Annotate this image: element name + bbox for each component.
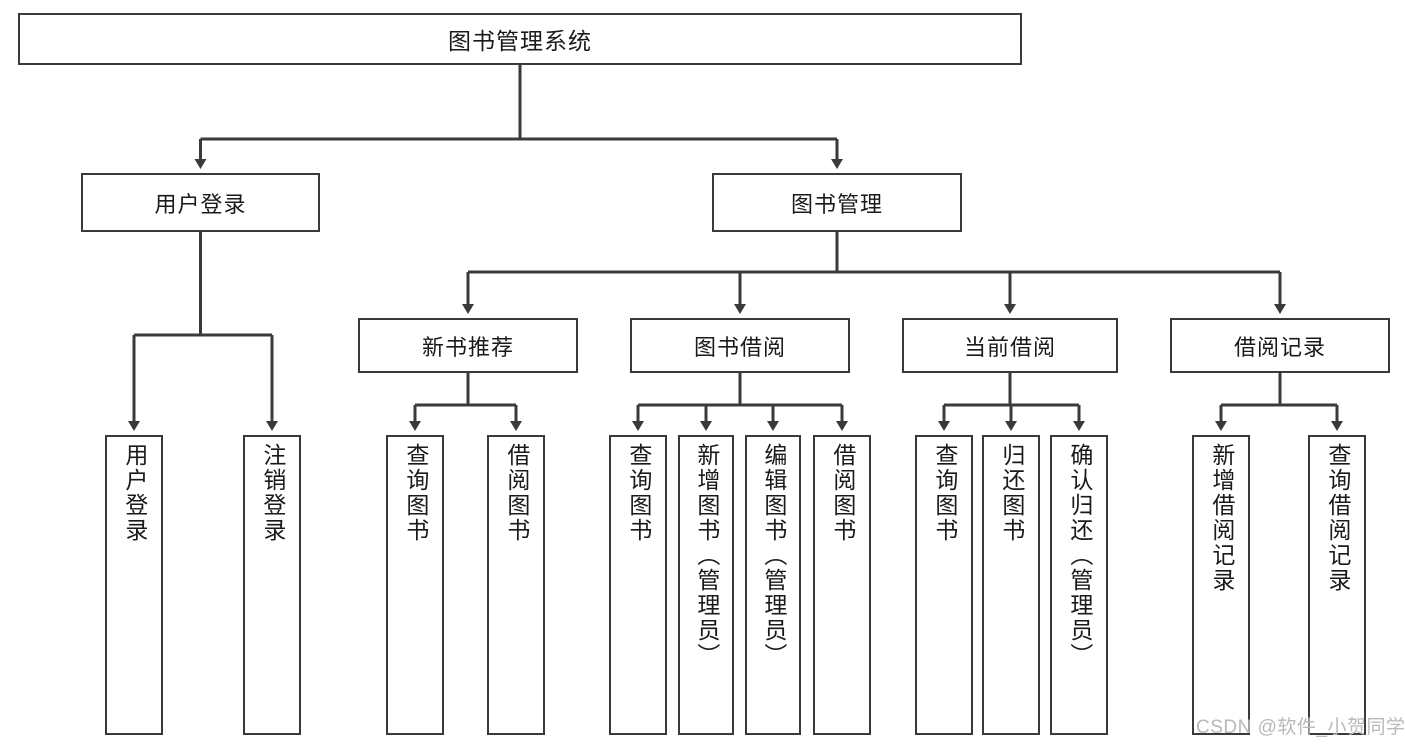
node-book-manage-label: 图书管理 bbox=[790, 191, 883, 217]
node-leaf-add-book-label: 新增图书（管理员） bbox=[693, 443, 720, 668]
node-leaf-query-book-1-label: 查询图书 bbox=[402, 443, 429, 543]
node-leaf-query-record-label: 查询借阅记录 bbox=[1324, 443, 1351, 593]
node-user-login-label: 用户登录 bbox=[154, 191, 247, 217]
node-leaf-edit-book-label: 编辑图书（管理员） bbox=[760, 443, 787, 668]
node-leaf-query-book-1[interactable]: 查询图书 bbox=[386, 435, 444, 735]
node-current-borrow-label: 当前借阅 bbox=[963, 334, 1056, 360]
node-leaf-borrow-book-2[interactable]: 借阅图书 bbox=[813, 435, 871, 735]
node-leaf-borrow-book-1-label: 借阅图书 bbox=[503, 443, 530, 543]
node-book-manage[interactable]: 图书管理 bbox=[712, 173, 962, 232]
node-new-book-recommend-label: 新书推荐 bbox=[421, 334, 514, 360]
node-book-borrow[interactable]: 图书借阅 bbox=[630, 318, 850, 373]
node-leaf-query-book-3[interactable]: 查询图书 bbox=[915, 435, 973, 735]
node-leaf-borrow-book-2-label: 借阅图书 bbox=[829, 443, 856, 543]
node-leaf-add-record-label: 新增借阅记录 bbox=[1208, 443, 1235, 593]
node-leaf-add-book[interactable]: 新增图书（管理员） bbox=[678, 435, 734, 735]
node-leaf-user-login-label: 用户登录 bbox=[121, 443, 148, 543]
node-root-图书管理系统-label: 图书管理系统 bbox=[448, 28, 592, 54]
node-leaf-return-book-label: 归还图书 bbox=[998, 443, 1025, 543]
node-leaf-confirm-return[interactable]: 确认归还（管理员） bbox=[1050, 435, 1108, 735]
node-leaf-confirm-return-label: 确认归还（管理员） bbox=[1066, 443, 1093, 668]
node-leaf-query-book-2[interactable]: 查询图书 bbox=[609, 435, 667, 735]
node-leaf-borrow-book-1[interactable]: 借阅图书 bbox=[487, 435, 545, 735]
node-root-图书管理系统[interactable]: 图书管理系统 bbox=[18, 13, 1022, 65]
node-leaf-query-book-2-label: 查询图书 bbox=[625, 443, 652, 543]
node-leaf-edit-book[interactable]: 编辑图书（管理员） bbox=[745, 435, 801, 735]
node-current-borrow[interactable]: 当前借阅 bbox=[902, 318, 1118, 373]
node-leaf-user-logout-label: 注销登录 bbox=[259, 443, 286, 543]
node-leaf-query-book-3-label: 查询图书 bbox=[931, 443, 958, 543]
node-borrow-record[interactable]: 借阅记录 bbox=[1170, 318, 1390, 373]
node-new-book-recommend[interactable]: 新书推荐 bbox=[358, 318, 578, 373]
node-leaf-user-login[interactable]: 用户登录 bbox=[105, 435, 163, 735]
node-leaf-return-book[interactable]: 归还图书 bbox=[982, 435, 1040, 735]
node-borrow-record-label: 借阅记录 bbox=[1233, 334, 1326, 360]
node-user-login[interactable]: 用户登录 bbox=[81, 173, 320, 232]
node-leaf-query-record[interactable]: 查询借阅记录 bbox=[1308, 435, 1366, 735]
node-leaf-user-logout[interactable]: 注销登录 bbox=[243, 435, 301, 735]
node-book-borrow-label: 图书借阅 bbox=[693, 334, 786, 360]
node-leaf-add-record[interactable]: 新增借阅记录 bbox=[1192, 435, 1250, 735]
